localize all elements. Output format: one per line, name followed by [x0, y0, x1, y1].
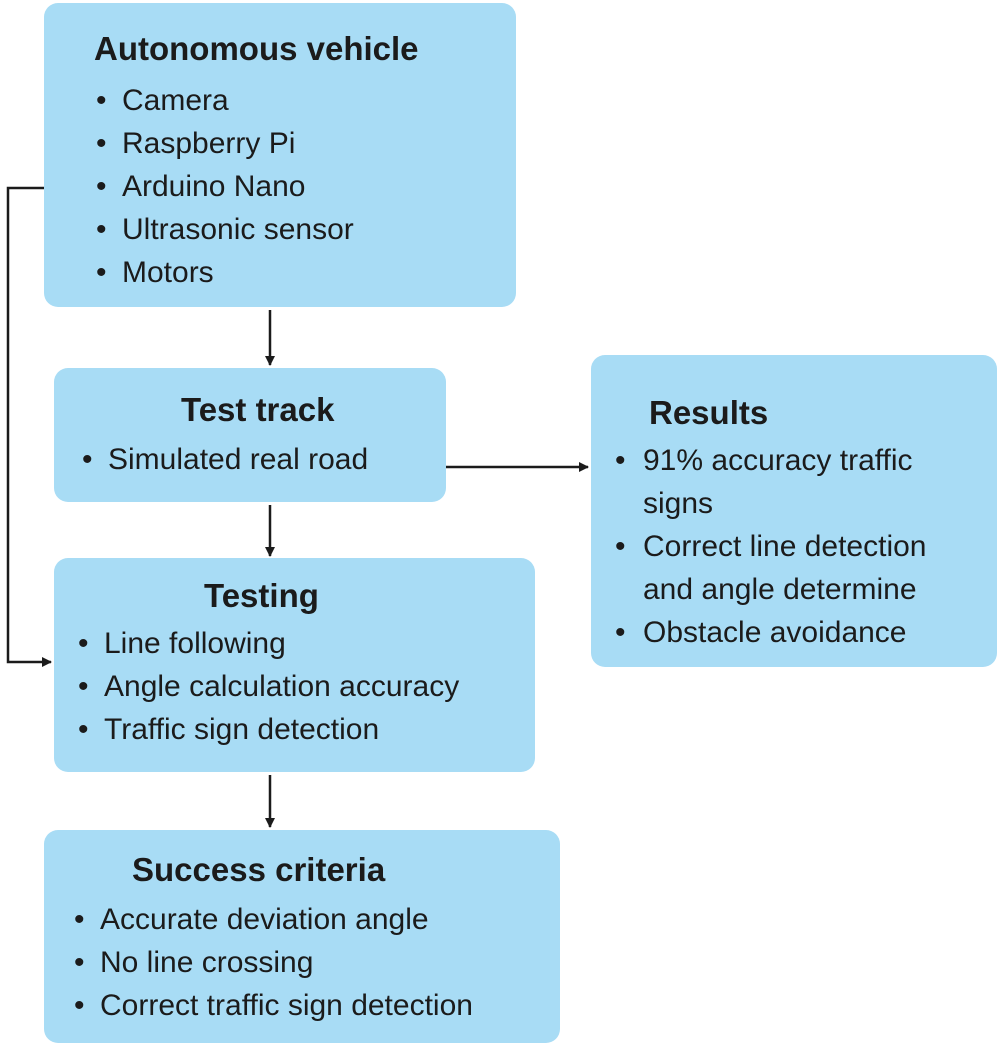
- list-item: •Simulated real road: [82, 438, 368, 481]
- test-track-box: Test track •Simulated real road: [54, 368, 446, 502]
- bullet: •: [74, 946, 85, 979]
- box-title: Test track: [181, 391, 335, 428]
- autonomous-vehicle-box: Autonomous vehicle •Camera •Raspberry Pi…: [44, 3, 516, 307]
- bullet: •: [96, 84, 107, 117]
- bullet: •: [74, 989, 85, 1022]
- box-title: Testing: [204, 577, 319, 614]
- bullet-list: •Accurate deviation angle •No line cross…: [74, 898, 473, 1027]
- bullet: •: [96, 256, 107, 289]
- bullet-list: •Simulated real road: [82, 438, 368, 481]
- bullet-list: •91% accuracy traffic signs •Correct lin…: [615, 439, 926, 654]
- bullet: •: [615, 444, 626, 477]
- box-title: Autonomous vehicle: [94, 30, 419, 67]
- list-item: •91% accuracy traffic: [615, 439, 926, 482]
- bullet-list: •Line following •Angle calculation accur…: [78, 622, 459, 751]
- list-item: •Arduino Nano: [96, 165, 354, 208]
- box-title: Results: [649, 394, 769, 431]
- list-item: •Raspberry Pi: [96, 122, 354, 165]
- list-item-continuation: and angle determine: [643, 573, 917, 606]
- list-item: •Correct traffic sign detection: [74, 984, 473, 1027]
- box-title: Success criteria: [132, 851, 386, 888]
- bullet: •: [96, 127, 107, 160]
- bullet: •: [615, 530, 626, 563]
- bullet: •: [96, 213, 107, 246]
- list-item: •Obstacle avoidance: [615, 611, 926, 654]
- list-item: •Line following: [78, 622, 459, 665]
- list-item: •Camera: [96, 79, 354, 122]
- success-criteria-box: Success criteria •Accurate deviation ang…: [44, 830, 560, 1043]
- list-item: •No line crossing: [74, 941, 473, 984]
- bullet: •: [78, 627, 89, 660]
- list-item: •Accurate deviation angle: [74, 898, 473, 941]
- bullet: •: [82, 443, 93, 476]
- testing-box: Testing •Line following •Angle calculati…: [54, 558, 535, 772]
- bullet: •: [78, 713, 89, 746]
- bullet-list: •Camera •Raspberry Pi •Arduino Nano •Ult…: [96, 79, 354, 294]
- bullet: •: [78, 670, 89, 703]
- bullet: •: [615, 616, 626, 649]
- list-item: •Correct line detection: [615, 525, 926, 568]
- results-box: Results •91% accuracy traffic signs •Cor…: [591, 355, 997, 667]
- list-item: •Ultrasonic sensor: [96, 208, 354, 251]
- list-item: •Motors: [96, 251, 354, 294]
- list-item-continuation: signs: [643, 487, 714, 520]
- bullet: •: [74, 903, 85, 936]
- bullet: •: [96, 170, 107, 203]
- list-item: •Angle calculation accuracy: [78, 665, 459, 708]
- list-item: •Traffic sign detection: [78, 708, 459, 751]
